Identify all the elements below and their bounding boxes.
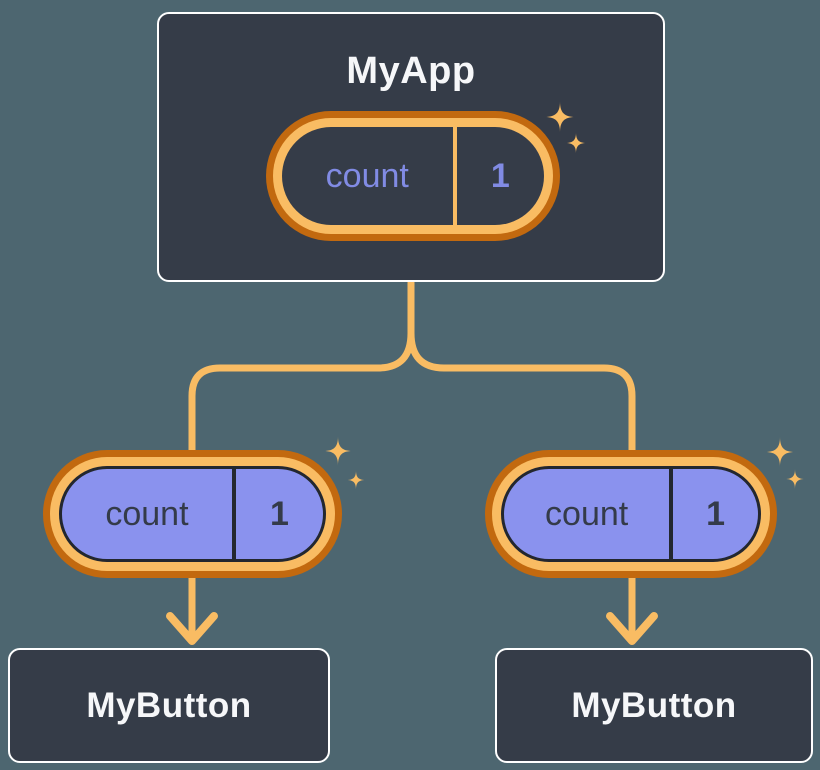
component-card-right-child: MyButton bbox=[495, 648, 813, 763]
state-pill-body: count 1 bbox=[282, 127, 544, 225]
sparkle-icon bbox=[765, 437, 795, 467]
state-pill-divider bbox=[669, 469, 674, 559]
state-pill-root: count 1 bbox=[266, 111, 560, 241]
component-title: MyButton bbox=[86, 685, 252, 725]
component-title: MyButton bbox=[571, 685, 737, 725]
state-value-label: 1 bbox=[490, 156, 510, 195]
sparkle-icon bbox=[785, 469, 805, 489]
state-pill-ring: count 1 bbox=[492, 457, 770, 571]
component-card-left-child: MyButton bbox=[8, 648, 330, 763]
state-name-label: count bbox=[545, 494, 629, 533]
sparkle-icon bbox=[323, 436, 353, 466]
state-pill-left-child: count 1 bbox=[43, 450, 342, 578]
state-pill-ring: count 1 bbox=[50, 457, 335, 571]
arrow-down-icon bbox=[606, 612, 658, 645]
state-pill-right-child: count 1 bbox=[485, 450, 777, 578]
state-pill-ring: count 1 bbox=[273, 118, 553, 234]
state-name-label: count bbox=[325, 156, 409, 195]
arrow-down-icon bbox=[166, 612, 218, 645]
state-name-label: count bbox=[105, 494, 189, 533]
sparkle-icon bbox=[346, 470, 366, 490]
state-pill-body: count 1 bbox=[501, 466, 761, 562]
component-title: MyApp bbox=[346, 50, 476, 92]
state-pill-body: count 1 bbox=[59, 466, 326, 562]
state-pill-divider bbox=[452, 127, 457, 225]
state-value-label: 1 bbox=[269, 494, 289, 533]
state-value-label: 1 bbox=[706, 494, 726, 533]
